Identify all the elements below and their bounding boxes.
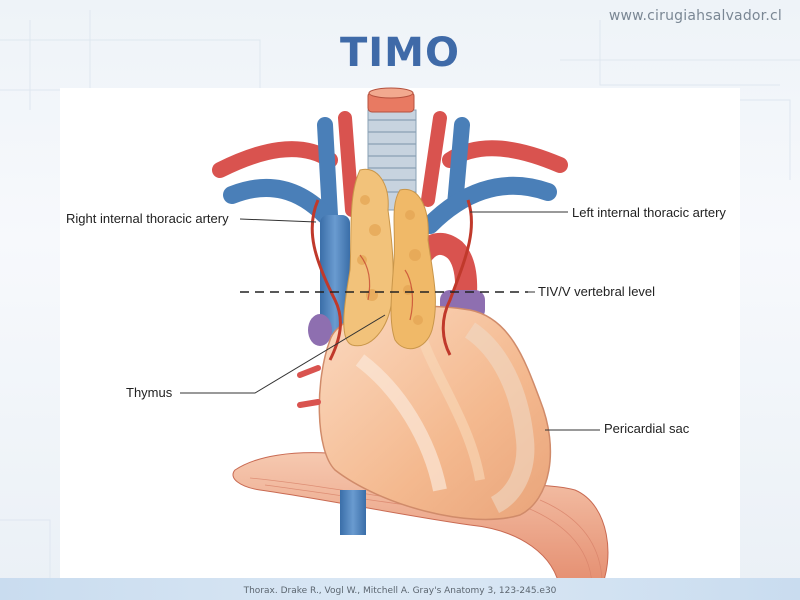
- thymus: [343, 168, 436, 350]
- heart-pericardial-sac: [318, 305, 552, 521]
- label-left-internal-thoracic-artery: Left internal thoracic artery: [572, 205, 726, 220]
- right-subclavian-vein: [223, 179, 334, 224]
- label-vertebral-level: TIV/V vertebral level: [538, 284, 656, 299]
- esophagus: [367, 87, 415, 113]
- right-pulmonary-artery: [308, 314, 332, 346]
- right-internal-thoracic-artery: [310, 199, 342, 361]
- right-subclavian-artery: [212, 141, 338, 178]
- label-pericardial-sac: Pericardial sac: [604, 421, 690, 436]
- leader-right-internal-thoracic-artery: [239, 218, 317, 223]
- footer-bar: [0, 578, 800, 600]
- slide-title: TIMO: [340, 30, 460, 76]
- inferior-vena-cava: [340, 490, 366, 535]
- right-lateral-vessel: [297, 365, 321, 378]
- website-url: www.cirugiahsalvador.cl: [608, 8, 782, 24]
- left-brachiocephalic-vein: [421, 176, 557, 234]
- label-thymus: Thymus: [126, 385, 173, 400]
- superior-vena-cava: [320, 215, 350, 335]
- right-internal-jugular-vein: [317, 117, 338, 223]
- citation: Thorax. Drake R., Vogl W., Mitchell A. G…: [243, 586, 557, 596]
- right-lateral-vessel-lower: [297, 399, 321, 408]
- left-internal-jugular-vein: [447, 117, 470, 213]
- leader-thymus: [180, 314, 386, 394]
- left-internal-thoracic-artery: [441, 199, 473, 356]
- left-common-carotid-artery: [421, 111, 447, 207]
- label-right-internal-thoracic-artery: Right internal thoracic artery: [66, 211, 229, 226]
- right-common-carotid-artery: [338, 111, 359, 217]
